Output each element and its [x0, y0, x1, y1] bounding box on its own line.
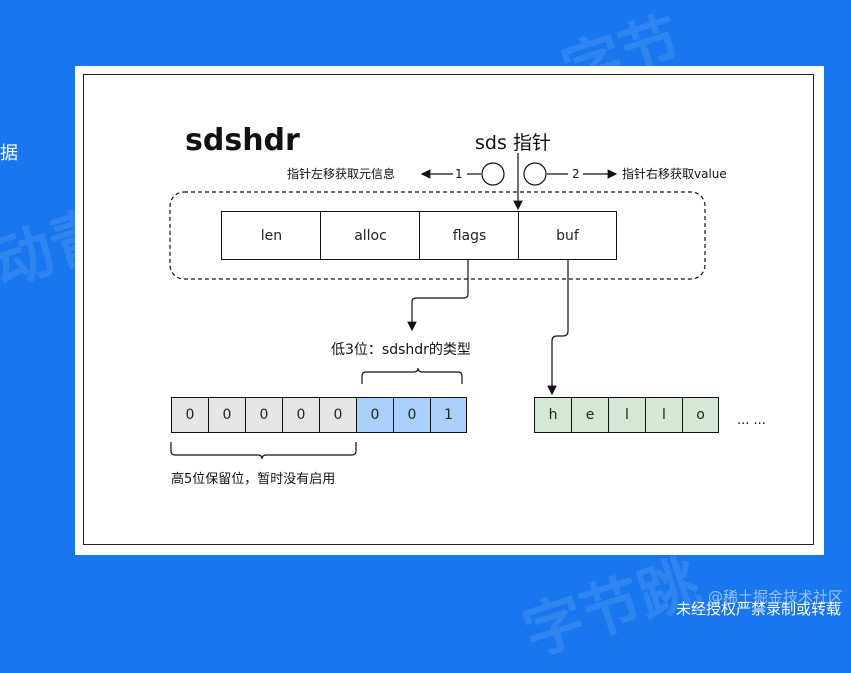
bit-value: 0: [222, 407, 232, 423]
low-bits-brace: [361, 367, 463, 384]
low-bits-label: 低3位：sdshdr的类型: [331, 342, 471, 358]
side-text: 据: [0, 143, 18, 164]
bit-value: 0: [296, 407, 306, 423]
buf-char-cell: l: [645, 397, 683, 433]
field-buf: buf: [518, 211, 617, 260]
bit-value: 0: [407, 407, 417, 423]
right-circle: [523, 162, 547, 186]
juejin-watermark: @稀土掘金技术社区: [707, 588, 843, 606]
left-step-number: 1: [455, 167, 463, 181]
diagram-panel: sdshdr sds 指针 指针左移获取元信息 1 2 指针右移获取value …: [75, 66, 824, 555]
buf-char: l: [625, 407, 629, 423]
bit-value: 0: [259, 407, 269, 423]
bit-cell: 0: [171, 397, 209, 433]
flags-connector: [407, 260, 469, 332]
bit-cell: 0: [245, 397, 283, 433]
bit-value: 0: [185, 407, 195, 423]
right-note: 指针右移获取value: [622, 167, 727, 181]
field-label: flags: [452, 227, 487, 244]
field-alloc: alloc: [320, 211, 420, 260]
high-bits-label: 高5位保留位，暂时没有启用: [171, 472, 336, 487]
connector-layer: [169, 153, 706, 460]
buf-connector: [547, 260, 569, 396]
field-len: len: [221, 211, 321, 260]
field-label: buf: [556, 227, 579, 244]
bit-value: 0: [370, 407, 380, 423]
buf-char-cell: l: [608, 397, 646, 433]
bit-cell: 1: [430, 397, 467, 433]
diagram-title: sdshdr: [185, 123, 300, 158]
sds-pointer-label: sds 指针: [475, 132, 551, 154]
buf-char: h: [548, 407, 558, 423]
buf-char: o: [696, 407, 705, 423]
high-bits-brace: [170, 442, 357, 460]
buf-char-cell: h: [534, 397, 572, 433]
bit-value: 1: [444, 407, 453, 423]
sdshdr-dashed-container: [169, 191, 706, 280]
bit-cell: 0: [282, 397, 320, 433]
left-circle: [481, 162, 505, 186]
copyright-notice: 未经授权严禁录制或转载: [675, 600, 841, 618]
left-note: 指针左移获取元信息: [287, 167, 396, 181]
bit-cell: 0: [356, 397, 394, 433]
buf-char: e: [585, 407, 595, 423]
field-label: alloc: [354, 227, 387, 244]
field-flags: flags: [419, 211, 519, 260]
bit-cell: 0: [208, 397, 246, 433]
bit-cell: 0: [319, 397, 357, 433]
diagram-frame: [83, 74, 814, 545]
ellipsis: ... ...: [737, 413, 766, 428]
bit-cell: 0: [393, 397, 431, 433]
buf-char-cell: e: [571, 397, 609, 433]
right-step-number: 2: [572, 167, 580, 181]
field-label: len: [260, 227, 283, 244]
bit-value: 0: [333, 407, 343, 423]
buf-char: l: [662, 407, 666, 423]
buf-char-cell: o: [682, 397, 719, 433]
